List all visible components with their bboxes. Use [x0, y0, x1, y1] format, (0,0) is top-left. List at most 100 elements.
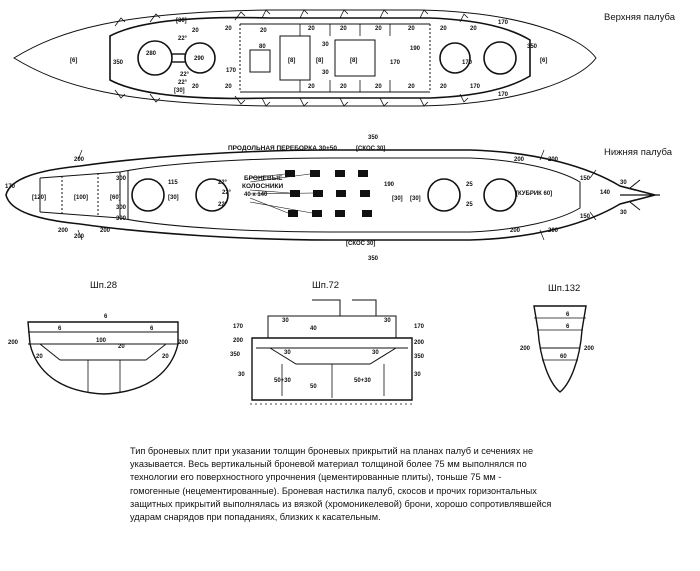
section-label: 50 [310, 384, 317, 390]
upper-label: [6] [70, 58, 77, 64]
lower-deck-title: Нижняя палуба [604, 147, 673, 158]
lower-deck-plan [5, 149, 660, 241]
section-132-title: Шп.132 [548, 283, 581, 294]
section-label: 20 [118, 344, 125, 350]
section-label: 50+30 [274, 378, 292, 384]
upper-label: 20 [375, 84, 382, 90]
upper-deckhouse-1 [279, 35, 311, 81]
lower-label: [СКОС 30] [346, 241, 375, 247]
lower-label: 150 [580, 214, 591, 220]
lower-label: 200 [58, 228, 69, 234]
lower-label: [100] [74, 195, 88, 201]
lower-label: 200 [548, 157, 559, 163]
upper-deckhouse-2 [334, 39, 376, 77]
lower-barbette-fore [131, 178, 165, 212]
section-label: 6 [150, 326, 154, 332]
lower-deck-labels: 350 ПРОДОЛЬНАЯ ПЕРЕБОРКА 30+50 [СКОС 30]… [5, 135, 627, 262]
lower-label: [КУБРИК 60] [516, 191, 552, 197]
section-28-drawing [27, 321, 179, 395]
section-label: 20 [36, 354, 43, 360]
upper-label: 80 [259, 44, 266, 50]
upper-deck-casemate-outline [109, 16, 531, 100]
section-label: 170 [414, 324, 425, 330]
upper-label: 20 [260, 28, 267, 34]
section-label: 6 [58, 326, 62, 332]
section-label: 200 [178, 340, 189, 346]
lower-label: 200 [74, 157, 85, 163]
lower-label: 200 [548, 228, 559, 234]
section-label: 6 [566, 312, 570, 318]
lower-label: 200 [74, 234, 85, 240]
lower-label: 300 [116, 216, 127, 222]
caption-line: технологии его поверхностного упрочнения… [130, 472, 502, 483]
upper-label: 190 [410, 46, 421, 52]
upper-label: 22° [178, 80, 188, 86]
lower-label: 25 [466, 182, 473, 188]
upper-deckhouse-3 [249, 49, 271, 73]
upper-deck-title: Верхняя палуба [604, 12, 676, 23]
upper-gun-sponsons [114, 9, 469, 107]
section-28-title: Шп.28 [90, 280, 118, 291]
lower-barbette-aft [427, 178, 461, 212]
upper-label: 170 [498, 20, 509, 26]
section-72-title: Шп.72 [312, 280, 340, 291]
caption-line: гомогенные (нецементированные). Броневая… [130, 485, 537, 496]
upper-barbette-fore-1 [137, 40, 173, 76]
section-label: 100 [96, 338, 107, 344]
section-label: 30 [282, 318, 289, 324]
lower-label: 30 [620, 180, 627, 186]
upper-label: [8] [350, 58, 357, 64]
lower-deck-inner-bulkhead [119, 157, 581, 233]
section-28-labels: 6 6 6 200 200 100 20 20 20 [8, 314, 189, 360]
upper-label: 170 [462, 60, 473, 66]
lower-label: 350 [368, 256, 379, 262]
upper-deck-plan [13, 9, 597, 107]
section-72-labels: 30 170 30 40 170 200 200 350 350 30 30 3… [230, 318, 425, 390]
lower-label: 300 [116, 205, 127, 211]
section-label: 200 [414, 340, 425, 346]
section-label: 200 [233, 338, 244, 344]
section-label: 60 [560, 354, 567, 360]
lower-label: [30] [410, 196, 421, 202]
lower-label: [СКОС 30] [356, 146, 385, 152]
section-label: 200 [584, 346, 595, 352]
lower-label: 350 [368, 135, 379, 141]
upper-label: 30 [322, 42, 329, 48]
upper-label: 20 [440, 84, 447, 90]
section-label: 30 [284, 350, 291, 356]
section-label: 350 [414, 354, 425, 360]
caption-line: Тип броневых плит при указании толщин бр… [130, 446, 534, 456]
lower-label: [30] [392, 196, 403, 202]
lower-barbette-fore-2 [195, 178, 229, 212]
lower-deck-hull-outline [5, 149, 656, 241]
section-label: 40 [310, 326, 317, 332]
upper-label: 20 [375, 26, 382, 32]
section-label: 20 [162, 354, 169, 360]
section-label: 200 [8, 340, 19, 346]
section-label: 30 [372, 350, 379, 356]
section-label: 6 [566, 324, 570, 330]
upper-label: 20 [225, 84, 232, 90]
upper-label: 30 [322, 70, 329, 76]
upper-barbette-aft-1 [439, 42, 471, 74]
upper-label: 20 [192, 28, 199, 34]
lower-label: 40 x 140 [244, 192, 268, 198]
lower-label: [60] [110, 195, 121, 201]
caption-line: ударам снарядов при попаданиях, близких … [130, 512, 381, 523]
upper-label: 20 [408, 26, 415, 32]
upper-barbette-fore-2 [184, 42, 216, 74]
lower-label: 22° [218, 202, 228, 208]
upper-deck-labels: [30] 22° 280 22° 290 80 [8] 170 20 20 20… [70, 18, 547, 98]
lower-label: 140 [600, 190, 611, 196]
lower-label: 150 [580, 176, 591, 182]
upper-label: 350 [527, 44, 538, 50]
lower-barbette-aft-2 [483, 178, 517, 212]
lower-label: КОЛОСНИКИ [242, 183, 284, 190]
upper-label: 170 [226, 68, 237, 74]
upper-label: [8] [316, 58, 323, 64]
upper-label: 20 [440, 26, 447, 32]
section-132-drawing [533, 305, 587, 393]
upper-label: 20 [340, 26, 347, 32]
lower-label: 25 [466, 202, 473, 208]
